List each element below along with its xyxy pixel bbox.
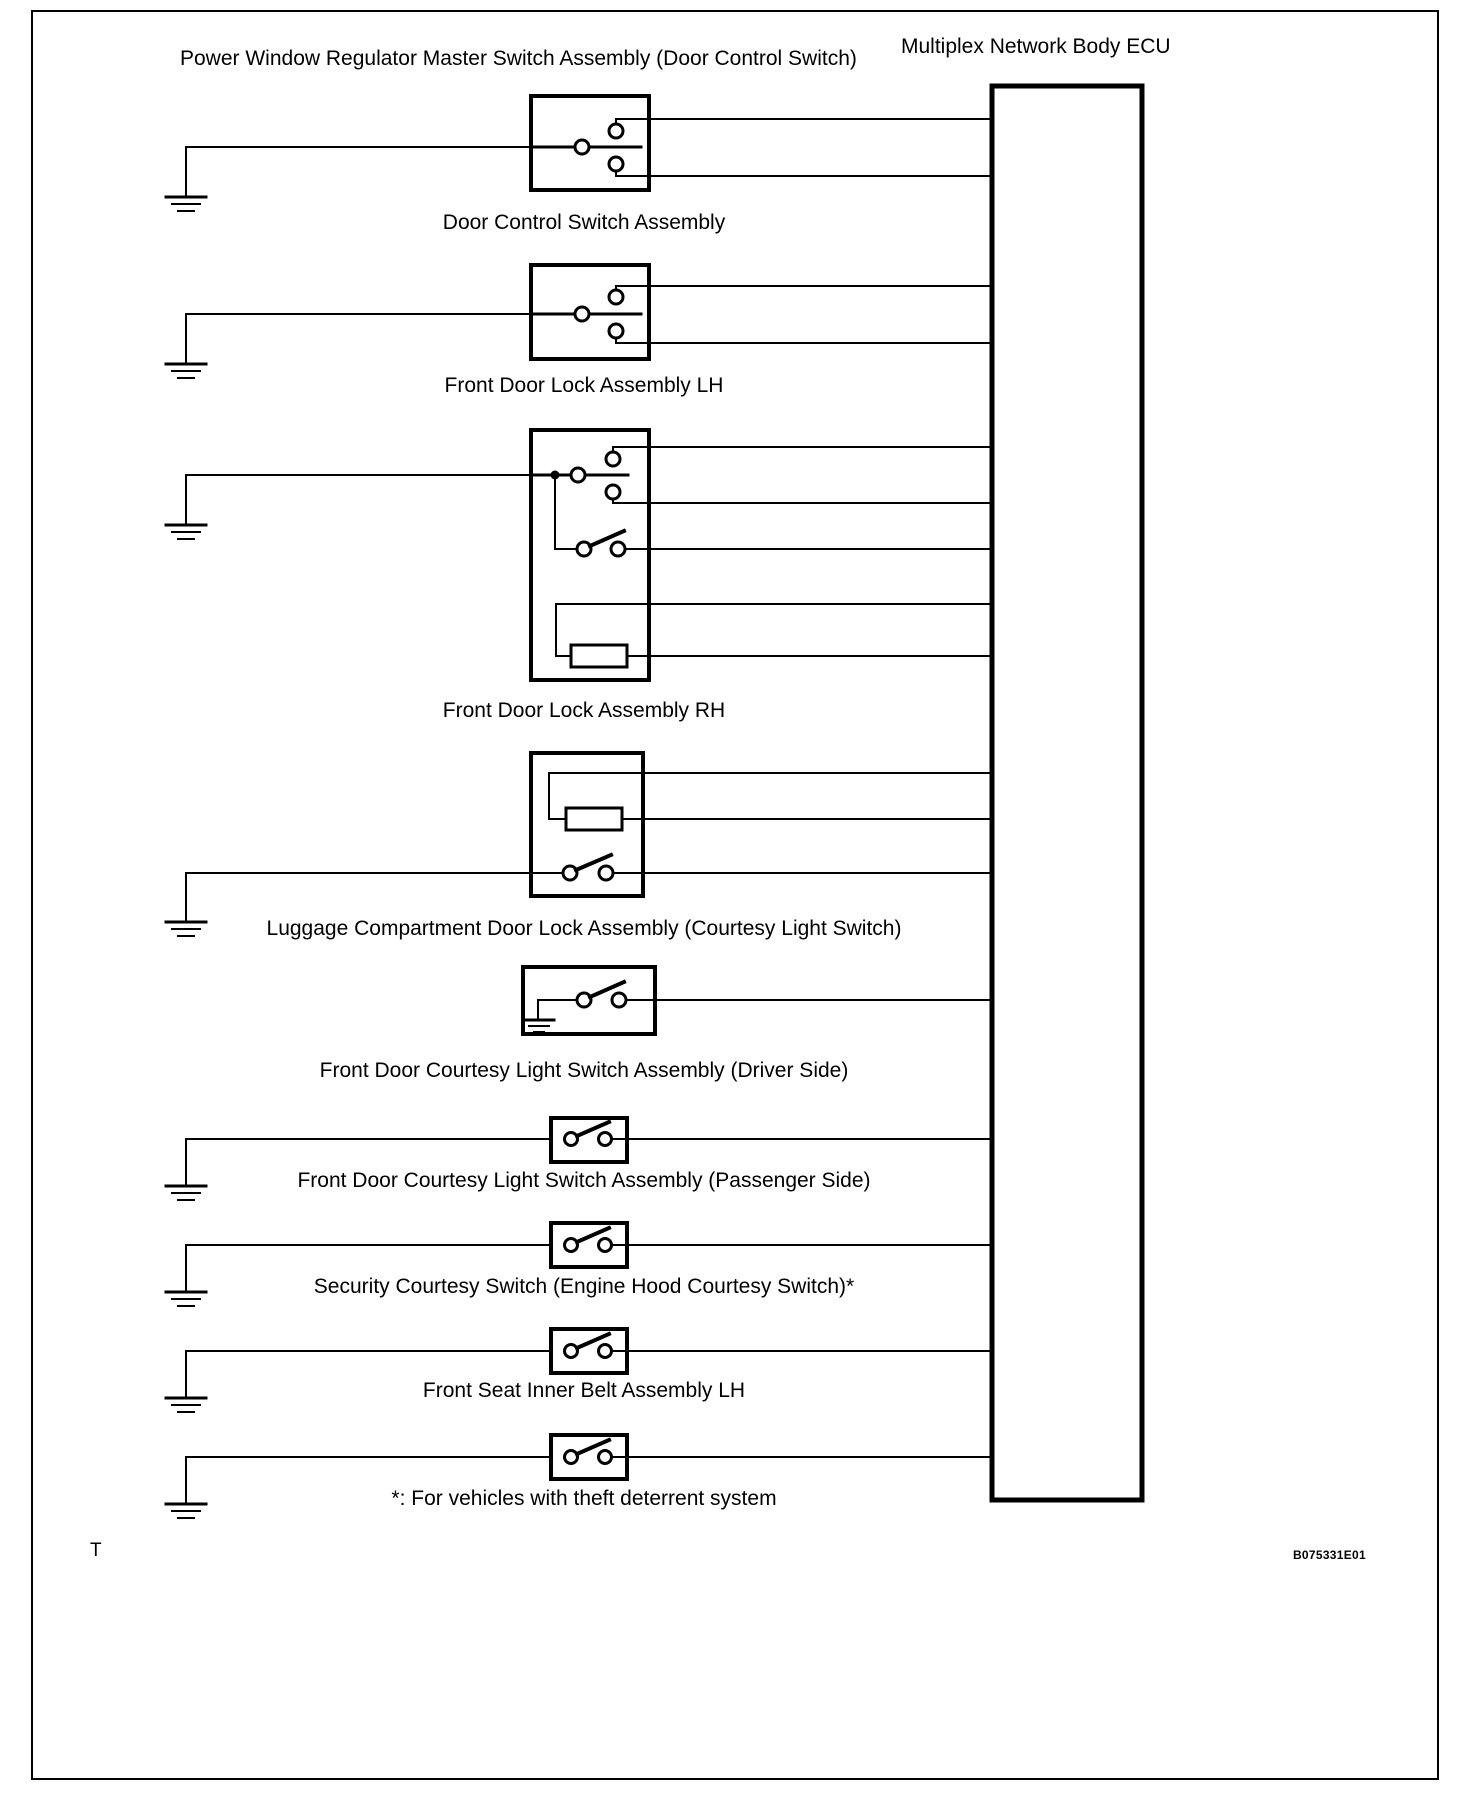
title-power-window-master-switch: Power Window Regulator Master Switch Ass… [180, 47, 857, 70]
ecu-box [989, 83, 1145, 1503]
block-door-control-switch [164, 94, 993, 212]
block-bottom-switch [164, 1433, 993, 1519]
block-front-seat-inner-belt-lh [164, 1327, 993, 1413]
label-door-control-switch-assembly: Door Control Switch Assembly [442, 211, 726, 234]
page-border [31, 10, 1439, 1780]
block-front-door-lock-rh [164, 428, 993, 682]
label-luggage-compartment-door-lock-assembly: Luggage Compartment Door Lock Assembly (… [266, 917, 902, 940]
block-courtesy-light-passenger [164, 1116, 993, 1201]
label-front-seat-inner-belt-assembly-lh: Front Seat Inner Belt Assembly LH [422, 1379, 746, 1402]
label-front-door-lock-assembly-rh: Front Door Lock Assembly RH [442, 699, 726, 722]
label-front-door-courtesy-light-switch-passenger: Front Door Courtesy Light Switch Assembl… [297, 1169, 871, 1192]
block-courtesy-light-driver [521, 965, 993, 1036]
label-front-door-lock-assembly-lh: Front Door Lock Assembly LH [444, 374, 724, 397]
block-front-door-lock-lh [164, 263, 993, 379]
footer-mark-t: T [90, 1540, 102, 1561]
block-luggage-compartment-door-lock [164, 751, 993, 937]
block-security-courtesy-switch [164, 1221, 993, 1307]
title-multiplex-network-body-ecu: Multiplex Network Body ECU [901, 35, 1171, 58]
note-theft-deterrent-system: *: For vehicles with theft deterrent sys… [391, 1487, 777, 1510]
footer-drawing-code: B075331E01 [1292, 1548, 1366, 1562]
label-front-door-courtesy-light-switch-driver: Front Door Courtesy Light Switch Assembl… [319, 1059, 849, 1082]
label-security-courtesy-switch: Security Courtesy Switch (Engine Hood Co… [313, 1275, 855, 1298]
